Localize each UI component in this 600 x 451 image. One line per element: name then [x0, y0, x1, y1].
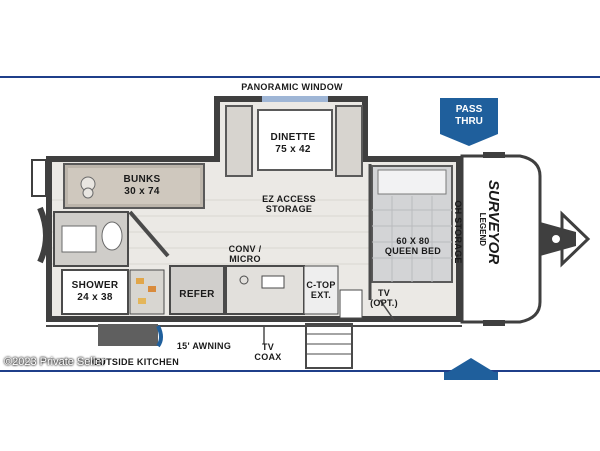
queen-bed-label: 60 X 80 QUEEN BED	[384, 236, 442, 256]
bottom-border	[0, 370, 600, 372]
dinette-bench-right	[335, 105, 363, 177]
tv-lead	[379, 299, 395, 321]
panoramic-window	[262, 96, 328, 102]
front-cap	[460, 154, 542, 324]
pass-thru-arrow	[448, 358, 494, 372]
sink	[61, 225, 97, 253]
outside-kitchen-label: OUTSIDE KITCHEN	[92, 357, 180, 367]
refer-label: REFER	[179, 289, 215, 300]
awning-label: 15' AWNING	[176, 341, 232, 351]
outside-kitchen	[98, 324, 158, 346]
bath-bumpout	[37, 206, 49, 264]
bunks-label: BUNKS 30 x 74	[123, 174, 161, 197]
outside-kitchen-hose	[156, 325, 163, 348]
shower-label: SHOWER 24 x 38	[71, 280, 119, 303]
shower-stall	[61, 269, 129, 315]
oh-storage-label: OH STORAGE	[453, 200, 463, 264]
stove-burner	[239, 275, 249, 285]
bunk-ladder	[31, 159, 47, 197]
entry-door	[339, 289, 363, 319]
tv-coax-label: TV COAX	[254, 342, 282, 362]
watermark: ©2023 Private Seller	[4, 356, 106, 368]
top-border	[0, 76, 600, 78]
wardrobe-items	[136, 278, 156, 304]
toilet	[101, 221, 123, 251]
bed-pillows	[377, 169, 447, 195]
dinette-label: DINETTE 75 x 42	[270, 132, 316, 155]
conv-micro-label: CONV / MICRO	[228, 244, 262, 264]
storage-label: EZ ACCESS STORAGE	[262, 194, 316, 214]
wardrobe	[129, 269, 165, 315]
dinette-table	[257, 109, 333, 171]
pass-thru-label: PASS THRU	[455, 104, 483, 127]
front-window-top	[483, 152, 505, 158]
kitchen-counter	[225, 265, 305, 315]
panoramic-window-label: PANORAMIC WINDOW	[241, 82, 343, 92]
bed-quilt	[372, 196, 452, 282]
c-top-ext-label: C-TOP EXT.	[306, 280, 336, 300]
refrigerator	[169, 265, 225, 315]
surveyor-legend-logo: SURVEYOR LEGEND	[478, 180, 502, 265]
jack	[550, 233, 562, 245]
pass-thru-badge	[440, 98, 498, 146]
pass-thru-marker	[444, 372, 498, 380]
front-window-bottom	[483, 320, 505, 326]
bath-door	[128, 210, 170, 258]
dinette-bench-left	[225, 105, 253, 177]
kitchen-sink	[261, 275, 285, 289]
tv-opt-label: TV (OPT.)	[370, 288, 398, 308]
entry-steps	[305, 323, 353, 369]
c-top-extension	[303, 265, 339, 315]
